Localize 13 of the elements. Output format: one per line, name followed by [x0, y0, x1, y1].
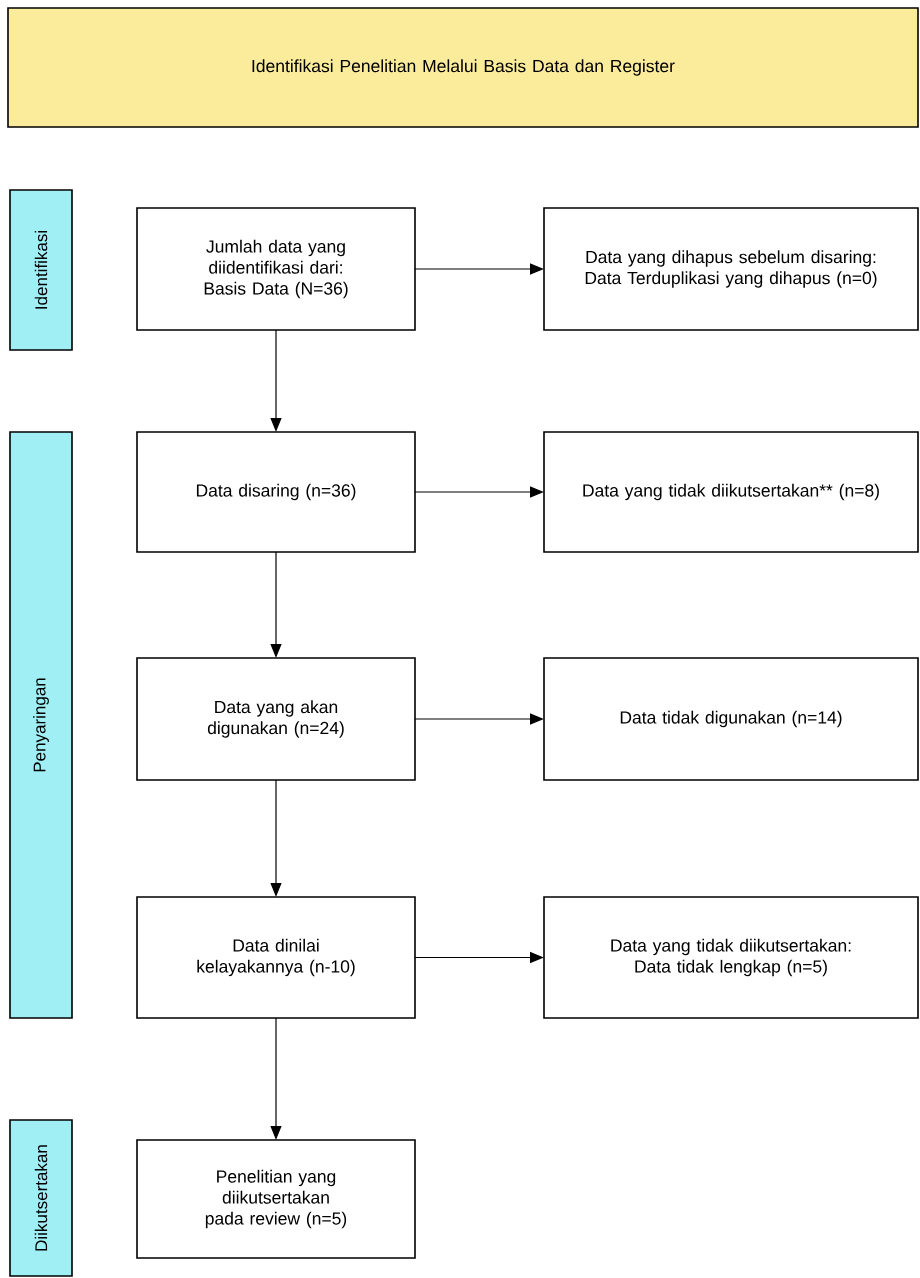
process-box: Penelitian yang diikutsertakan pada review (n=5)	[136, 1139, 416, 1259]
stage-label: Identifikasi	[9, 189, 73, 351]
title-band: Identifikasi Penelitian Melalui Basis Data dan Register	[7, 7, 919, 128]
process-box: Data yang tidak diikutsertakan: Data tidak lengkap (n=5)	[543, 896, 919, 1019]
process-box: Jumlah data yang diidentifikasi dari: Basis Data (N=36)	[136, 207, 416, 331]
process-box: Data yang dihapus sebelum disaring: Data Terduplikasi yang dihapus (n=0)	[543, 207, 919, 331]
stage-label: Penyaringan	[9, 431, 73, 1019]
process-box: Data disaring (n=36)	[136, 431, 416, 553]
stage-label: Diikutsertakan	[9, 1119, 73, 1277]
process-box: Data yang akan digunakan (n=24)	[136, 657, 416, 781]
process-box: Data dinilai kelayakannya (n-10)	[136, 896, 416, 1019]
process-box: Data tidak digunakan (n=14)	[543, 657, 919, 781]
process-box: Data yang tidak diikutsertakan** (n=8)	[543, 431, 919, 553]
